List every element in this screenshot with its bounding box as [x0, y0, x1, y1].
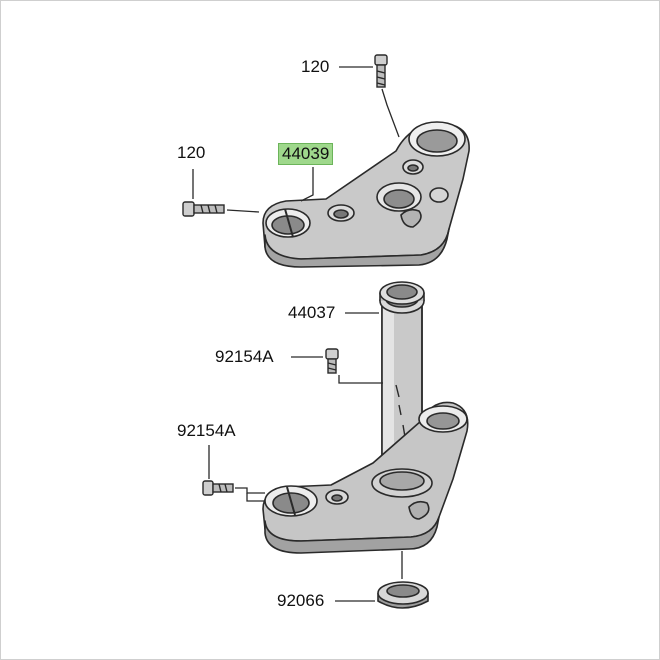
part-label-seal[interactable]: 92066 — [277, 591, 325, 610]
bolt-top-drawing[interactable] — [374, 54, 388, 88]
bolt-left-drawing[interactable] — [182, 201, 225, 217]
part-label-upper-bracket[interactable]: 44039 — [278, 143, 334, 165]
lower-bracket-drawing — [262, 401, 469, 554]
part-label-bolt-lower[interactable]: 92154A — [177, 421, 236, 440]
part-label-bolt-top[interactable]: 120 — [301, 57, 330, 76]
part-label-bolt-mid[interactable]: 92154A — [215, 347, 274, 366]
bolt-mid-drawing[interactable] — [325, 348, 339, 374]
part-label-steering-stem[interactable]: 44037 — [288, 303, 336, 322]
upper-bracket-drawing[interactable] — [262, 121, 470, 268]
part-label-bolt-left[interactable]: 120 — [177, 143, 206, 162]
seal-drawing[interactable] — [377, 581, 429, 609]
bolt-lower-drawing[interactable] — [202, 480, 234, 496]
leader-lines — [192, 66, 403, 602]
